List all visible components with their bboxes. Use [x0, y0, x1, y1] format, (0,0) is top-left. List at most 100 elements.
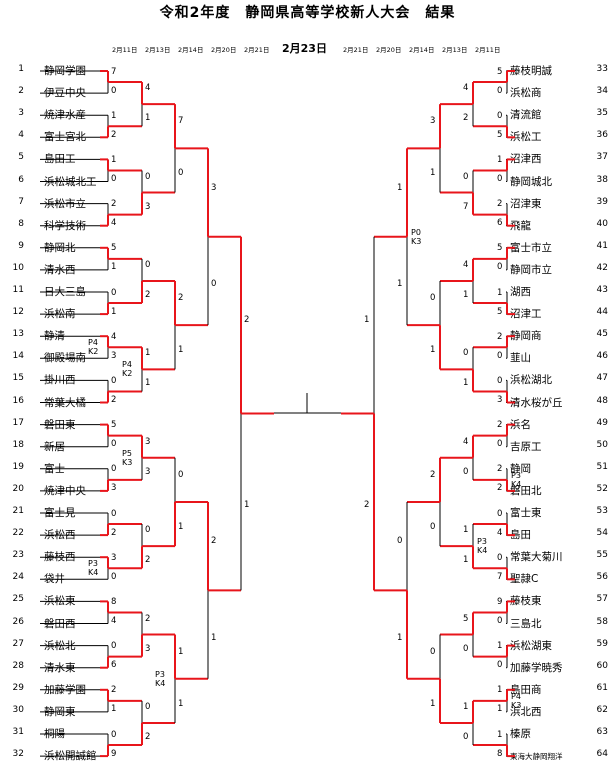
match-score-top: 0: [430, 646, 436, 657]
match-score-bottom: 0: [211, 278, 217, 289]
match-score-bottom: 0: [111, 571, 117, 582]
team-seed-number: 5: [18, 152, 24, 163]
team-seed-number: 4: [18, 130, 24, 141]
match-score-bottom: 0: [497, 615, 503, 626]
match-score-bottom: 0: [497, 173, 503, 184]
team-seed-number: 21: [12, 506, 24, 516]
match-score-bottom: 1: [430, 168, 436, 179]
penalty-kick-detail: K2: [88, 347, 99, 357]
team-name: 浜北西: [510, 705, 542, 718]
match-score-top: 1: [397, 182, 403, 193]
team-name: 東海大静岡翔洋: [510, 752, 563, 762]
match-score-bottom: 1: [111, 306, 117, 317]
penalty-kick-detail: K4: [155, 678, 166, 688]
team-name: 浜松湖北: [510, 374, 552, 387]
team-seed-number: 22: [12, 528, 24, 539]
date-label: 2月11日: [475, 46, 501, 54]
date-label: 2月14日: [178, 46, 204, 54]
match-score-top: 2: [497, 331, 503, 342]
match-score-bottom: 2: [497, 483, 503, 494]
penalty-score: P5: [122, 448, 132, 458]
match-score-top: 4: [463, 259, 469, 270]
match-score-top: 2: [497, 199, 503, 210]
team-seed-number: 47: [596, 373, 608, 384]
match-score-bottom: 1: [178, 522, 184, 533]
match-score-top: 4: [463, 83, 469, 94]
team-seed-number: 7: [18, 196, 24, 207]
penalty-kick-detail: K3: [122, 457, 133, 467]
match-score-bottom: 2: [364, 499, 370, 510]
match-score-bottom: 1: [111, 262, 117, 273]
penalty-score: P3: [155, 669, 165, 679]
team-seed-number: 18: [12, 439, 24, 450]
match-score-top: 0: [463, 348, 469, 359]
team-seed-number: 38: [596, 174, 608, 185]
match-score-top: 2: [497, 420, 503, 431]
team-seed-number: 28: [12, 660, 24, 671]
match-score-bottom: 3: [111, 350, 117, 361]
team-seed-number: 58: [596, 616, 608, 627]
team-seed-number: 54: [596, 528, 608, 539]
team-seed-number: 23: [12, 550, 24, 561]
team-name: 沼津工: [510, 308, 542, 321]
match-score-bottom: 2: [111, 129, 117, 140]
penalty-score: P4: [88, 338, 98, 348]
team-seed-number: 45: [596, 329, 608, 340]
match-score-top: 0: [178, 469, 184, 480]
team-seed-number: 6: [18, 174, 24, 185]
match-score-bottom: 0: [497, 262, 503, 273]
match-score-top: 7: [111, 66, 117, 77]
match-score-bottom: 1: [111, 704, 117, 715]
match-score-top: 0: [111, 729, 117, 740]
match-score-bottom: 1: [397, 278, 403, 289]
date-label: 2月21日: [343, 46, 369, 54]
team-seed-number: 64: [596, 749, 608, 760]
team-seed-number: 33: [596, 64, 608, 74]
date-label: 2月14日: [409, 46, 435, 54]
match-score-top: 1: [111, 154, 117, 165]
team-seed-number: 50: [596, 439, 608, 450]
team-seed-number: 16: [12, 395, 24, 406]
match-score-top: 0: [463, 171, 469, 182]
team-name: 清流館: [510, 109, 542, 122]
match-score-top: 5: [463, 613, 469, 624]
match-score-bottom: 1: [397, 632, 403, 643]
match-score-top: 2: [497, 464, 503, 475]
date-label: 2月21日: [244, 46, 270, 54]
penalty-kick-detail: K3: [511, 700, 522, 710]
match-score-bottom: 4: [111, 218, 117, 229]
penalty-kick-detail: K4: [511, 479, 522, 489]
match-score-top: 9: [497, 596, 503, 607]
match-score-bottom: 2: [111, 394, 117, 405]
match-score-bottom: 1: [211, 632, 217, 643]
team-seed-number: 17: [12, 417, 24, 428]
match-score-bottom: 4: [497, 527, 503, 538]
match-score-bottom: 0: [111, 85, 117, 96]
match-score-top: 4: [145, 83, 151, 94]
team-seed-number: 10: [12, 262, 24, 273]
date-label: 2月20日: [376, 46, 402, 54]
team-seed-number: 34: [596, 86, 608, 97]
match-score-bottom: 5: [497, 129, 503, 140]
match-score-top: 0: [430, 293, 436, 304]
penalty-score: P0: [411, 227, 421, 237]
match-score-top: 0: [111, 375, 117, 386]
team-seed-number: 62: [596, 704, 608, 715]
match-score-top: 0: [145, 171, 151, 182]
match-score-top: 0: [111, 287, 117, 298]
match-score-top: 4: [463, 436, 469, 447]
match-score-bottom: 0: [463, 643, 469, 654]
match-score-top: 3: [430, 116, 436, 127]
match-score-top: 5: [497, 243, 503, 254]
team-seed-number: 1: [18, 64, 24, 74]
team-seed-number: 43: [596, 285, 608, 295]
match-score-bottom: 3: [111, 483, 117, 494]
team-seed-number: 55: [596, 550, 608, 561]
team-seed-number: 15: [12, 373, 24, 384]
date-label: 2月20日: [211, 46, 237, 54]
match-score-bottom: 2: [145, 555, 151, 566]
match-score-bottom: 0: [497, 660, 503, 671]
match-score-top: 3: [111, 552, 117, 563]
penalty-score: P3: [511, 470, 521, 480]
team-name: 沼津東: [510, 197, 542, 210]
